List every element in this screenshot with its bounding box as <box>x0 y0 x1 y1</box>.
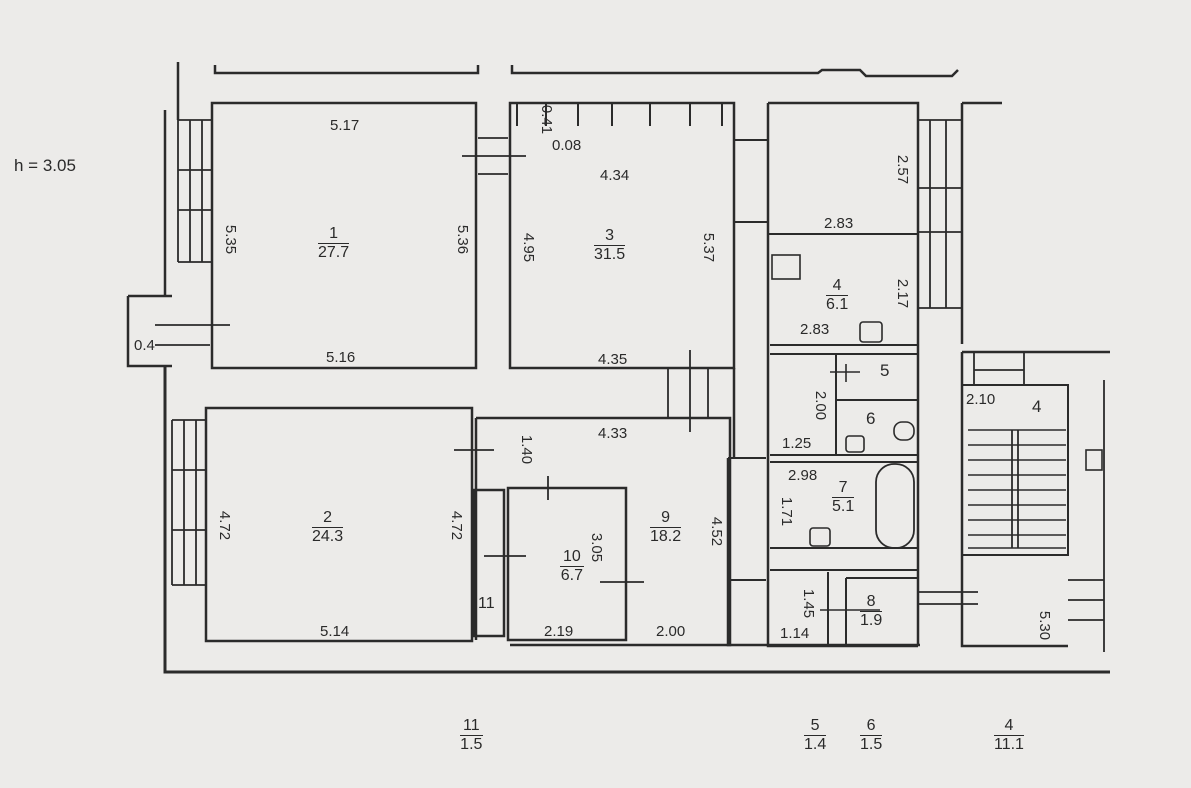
dim-label: 2.57 <box>894 154 912 185</box>
dim-label: 5.17 <box>330 117 360 134</box>
dim-label: 2.10 <box>966 391 996 408</box>
dim-label: 4.72 <box>448 510 466 541</box>
dim-label: 1.71 <box>778 496 796 527</box>
dim-label: 4.72 <box>216 510 234 541</box>
dim-label: 5.37 <box>700 232 718 263</box>
dim-label: 2.17 <box>894 278 912 309</box>
dim-label: 5.30 <box>1036 610 1054 641</box>
dim-label: 1.25 <box>782 435 812 452</box>
dim-label: 4.34 <box>600 167 630 184</box>
dim-label: 2.19 <box>544 623 574 640</box>
dim-label: 2.00 <box>812 390 830 421</box>
dim-label: 5.16 <box>326 349 356 366</box>
dim-label: 4.33 <box>598 425 628 442</box>
dim-label: 0.4 <box>134 337 155 354</box>
dim-label: 1.45 <box>800 588 818 619</box>
dim-label: 0.08 <box>552 137 582 154</box>
stair-label: 4 <box>1032 397 1042 416</box>
dim-label: 5.35 <box>222 224 240 255</box>
dim-label: 3.05 <box>588 532 606 563</box>
dim-label: 1.14 <box>780 625 810 642</box>
room-6-label: 6 <box>866 409 876 428</box>
dim-label: 5.14 <box>320 623 350 640</box>
dim-label: 2.00 <box>656 623 686 640</box>
dim-label: 2.83 <box>800 321 830 338</box>
ceiling-height-label: h = 3.05 <box>14 156 76 175</box>
dim-label: 5.36 <box>454 224 472 255</box>
room-11-label: 11 <box>478 595 495 612</box>
room-5-label: 5 <box>880 361 890 380</box>
dim-label: 4.35 <box>598 351 628 368</box>
dim-label: 1.40 <box>518 434 536 465</box>
dim-label: 2.83 <box>824 215 854 232</box>
dim-label: 4.95 <box>520 232 538 263</box>
dim-label: 2.98 <box>788 467 818 484</box>
dim-label: 4.52 <box>708 516 726 547</box>
dim-label: 0.41 <box>538 104 556 135</box>
